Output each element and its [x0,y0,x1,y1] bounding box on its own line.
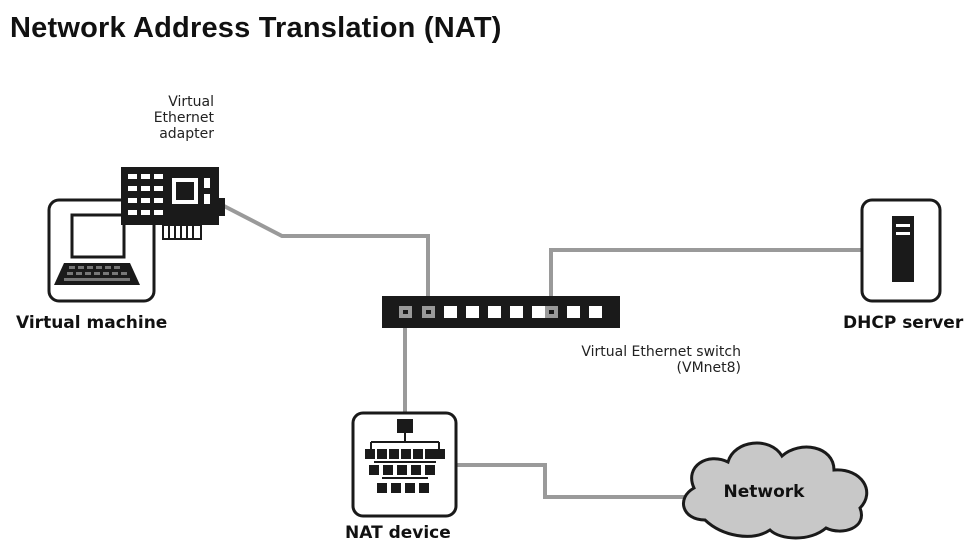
ethernet-adapter-icon [121,167,225,240]
virtual-machine-label: Virtual machine [16,313,168,333]
nat-device-label: NAT device [345,523,451,543]
ethernet-switch-icon [382,296,620,328]
dhcp-server-label: DHCP server [843,313,964,333]
switch-label-line2: (VMnet8) [676,360,741,376]
switch-label: Virtual Ethernet switch (VMnet8) [516,344,741,376]
cable-nat-to-network [456,463,692,499]
cable-dhcp-to-switch [549,248,862,308]
cables [221,203,862,499]
network-cloud-icon [682,441,869,540]
adapter-label-line3: adapter [159,126,214,142]
virtual-machine-icon [47,198,156,303]
switch-label-line1: Virtual Ethernet switch [581,344,741,360]
adapter-label-line1: Virtual [168,94,214,110]
cable-adapter-to-switch [221,203,430,308]
page-title: Network Address Translation (NAT) [10,12,502,44]
dhcp-server-icon [860,198,942,303]
network-label: Network [723,482,805,502]
nat-device-icon [351,411,458,518]
adapter-label-line2: Ethernet [153,110,214,126]
adapter-label: Virtual Ethernet adapter [120,94,214,142]
